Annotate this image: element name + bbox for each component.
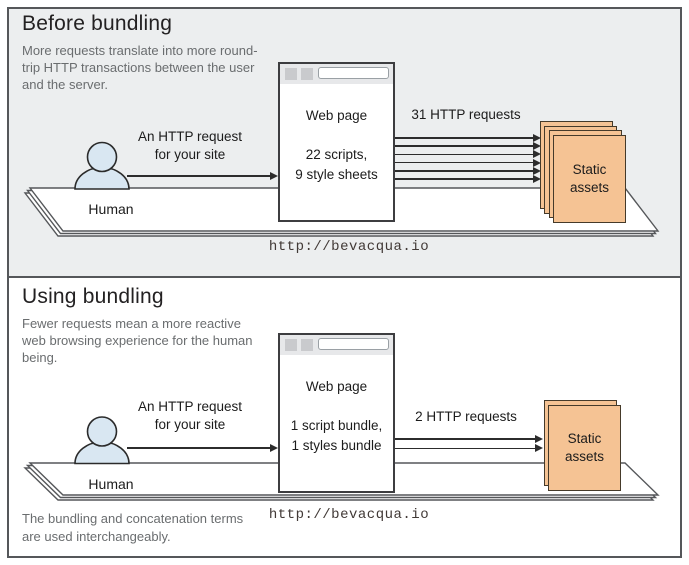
web-page-title: Web page — [305, 108, 368, 123]
static-assets-front-sheet: Static assets — [548, 405, 621, 491]
right-arrow-icon — [395, 159, 541, 166]
browser-window: Web page 1 script bundle, 1 styles bundl… — [278, 333, 395, 493]
human-icon — [74, 416, 130, 465]
browser-button-icon — [285, 339, 297, 351]
web-page-detail-line2: 1 styles bundle — [291, 437, 382, 453]
right-arrow-icon — [395, 444, 543, 451]
human-icon — [74, 141, 130, 190]
browser-button-icon — [301, 339, 313, 351]
web-page-detail-line2: 9 style sheets — [295, 166, 378, 182]
panel-description: More requests translate into more round-… — [22, 43, 258, 92]
right-arrow-icon — [395, 435, 543, 442]
web-page-detail-line1: 1 script bundle, — [290, 418, 383, 433]
http-requests-count-label: 2 HTTP requests — [415, 409, 517, 424]
static-assets-stack: Static assets — [543, 400, 621, 491]
request-arrow-label: An HTTP request for your site — [125, 128, 255, 164]
right-arrow-icon — [395, 175, 541, 182]
page-title: Before bundling — [22, 12, 173, 35]
right-arrow-icon — [395, 167, 541, 174]
panel-description: Fewer requests mean a more reactive web … — [22, 316, 253, 365]
right-arrow-icon — [395, 151, 541, 158]
right-arrow-icon — [395, 134, 541, 141]
static-assets-stack: Static assets — [539, 120, 626, 223]
diagram-frame: Before bundling More requests translate … — [7, 7, 682, 558]
footnote: The bundling and concatenation terms are… — [22, 511, 244, 544]
page-title: Using bundling — [22, 285, 164, 308]
human-request-arrow — [127, 444, 278, 451]
human-request-arrow — [127, 172, 278, 179]
right-arrow-icon — [127, 444, 278, 451]
browser-chrome — [280, 335, 393, 355]
right-arrow-icon — [127, 172, 278, 179]
request-arrow-label-line1: An HTTP request — [137, 399, 243, 414]
human-label: Human — [88, 201, 134, 217]
static-assets-front-sheet: Static assets — [553, 135, 626, 223]
browser-address-bar — [318, 338, 389, 350]
static-assets-label-line1: Static — [567, 431, 602, 446]
web-page-contents: 1 script bundle, 1 styles bundle — [280, 416, 393, 455]
web-page-contents: 22 scripts, 9 style sheets — [280, 145, 393, 184]
panel-before-bundling: Before bundling More requests translate … — [9, 9, 680, 278]
site-url: http://bevacqua.io — [268, 239, 430, 255]
static-assets-label-line1: Static — [572, 162, 607, 177]
http-requests-count-label: 31 HTTP requests — [411, 107, 521, 122]
browser-address-bar — [318, 67, 389, 79]
request-arrow-label-line2: for your site — [154, 147, 226, 162]
browser-window: Web page 22 scripts, 9 style sheets — [278, 62, 395, 222]
request-arrow-label-line1: An HTTP request — [137, 129, 243, 144]
http-request-arrows — [395, 435, 543, 451]
request-arrow-label-line2: for your site — [154, 417, 226, 432]
site-url: http://bevacqua.io — [268, 507, 430, 523]
right-arrow-icon — [395, 142, 541, 149]
browser-button-icon — [285, 68, 297, 80]
panel-using-bundling: Using bundling Fewer requests mean a mor… — [9, 278, 680, 556]
http-request-arrows — [395, 134, 541, 182]
static-assets-label-line2: assets — [564, 449, 605, 464]
request-arrow-label: An HTTP request for your site — [125, 398, 255, 434]
human-head-shape — [86, 416, 118, 447]
human-head-shape — [86, 141, 118, 173]
browser-button-icon — [301, 68, 313, 80]
human-label: Human — [88, 476, 134, 492]
web-page-title: Web page — [305, 379, 368, 394]
static-assets-label-line2: assets — [569, 180, 610, 195]
browser-chrome — [280, 64, 393, 84]
web-page-detail-line1: 22 scripts, — [305, 147, 368, 162]
